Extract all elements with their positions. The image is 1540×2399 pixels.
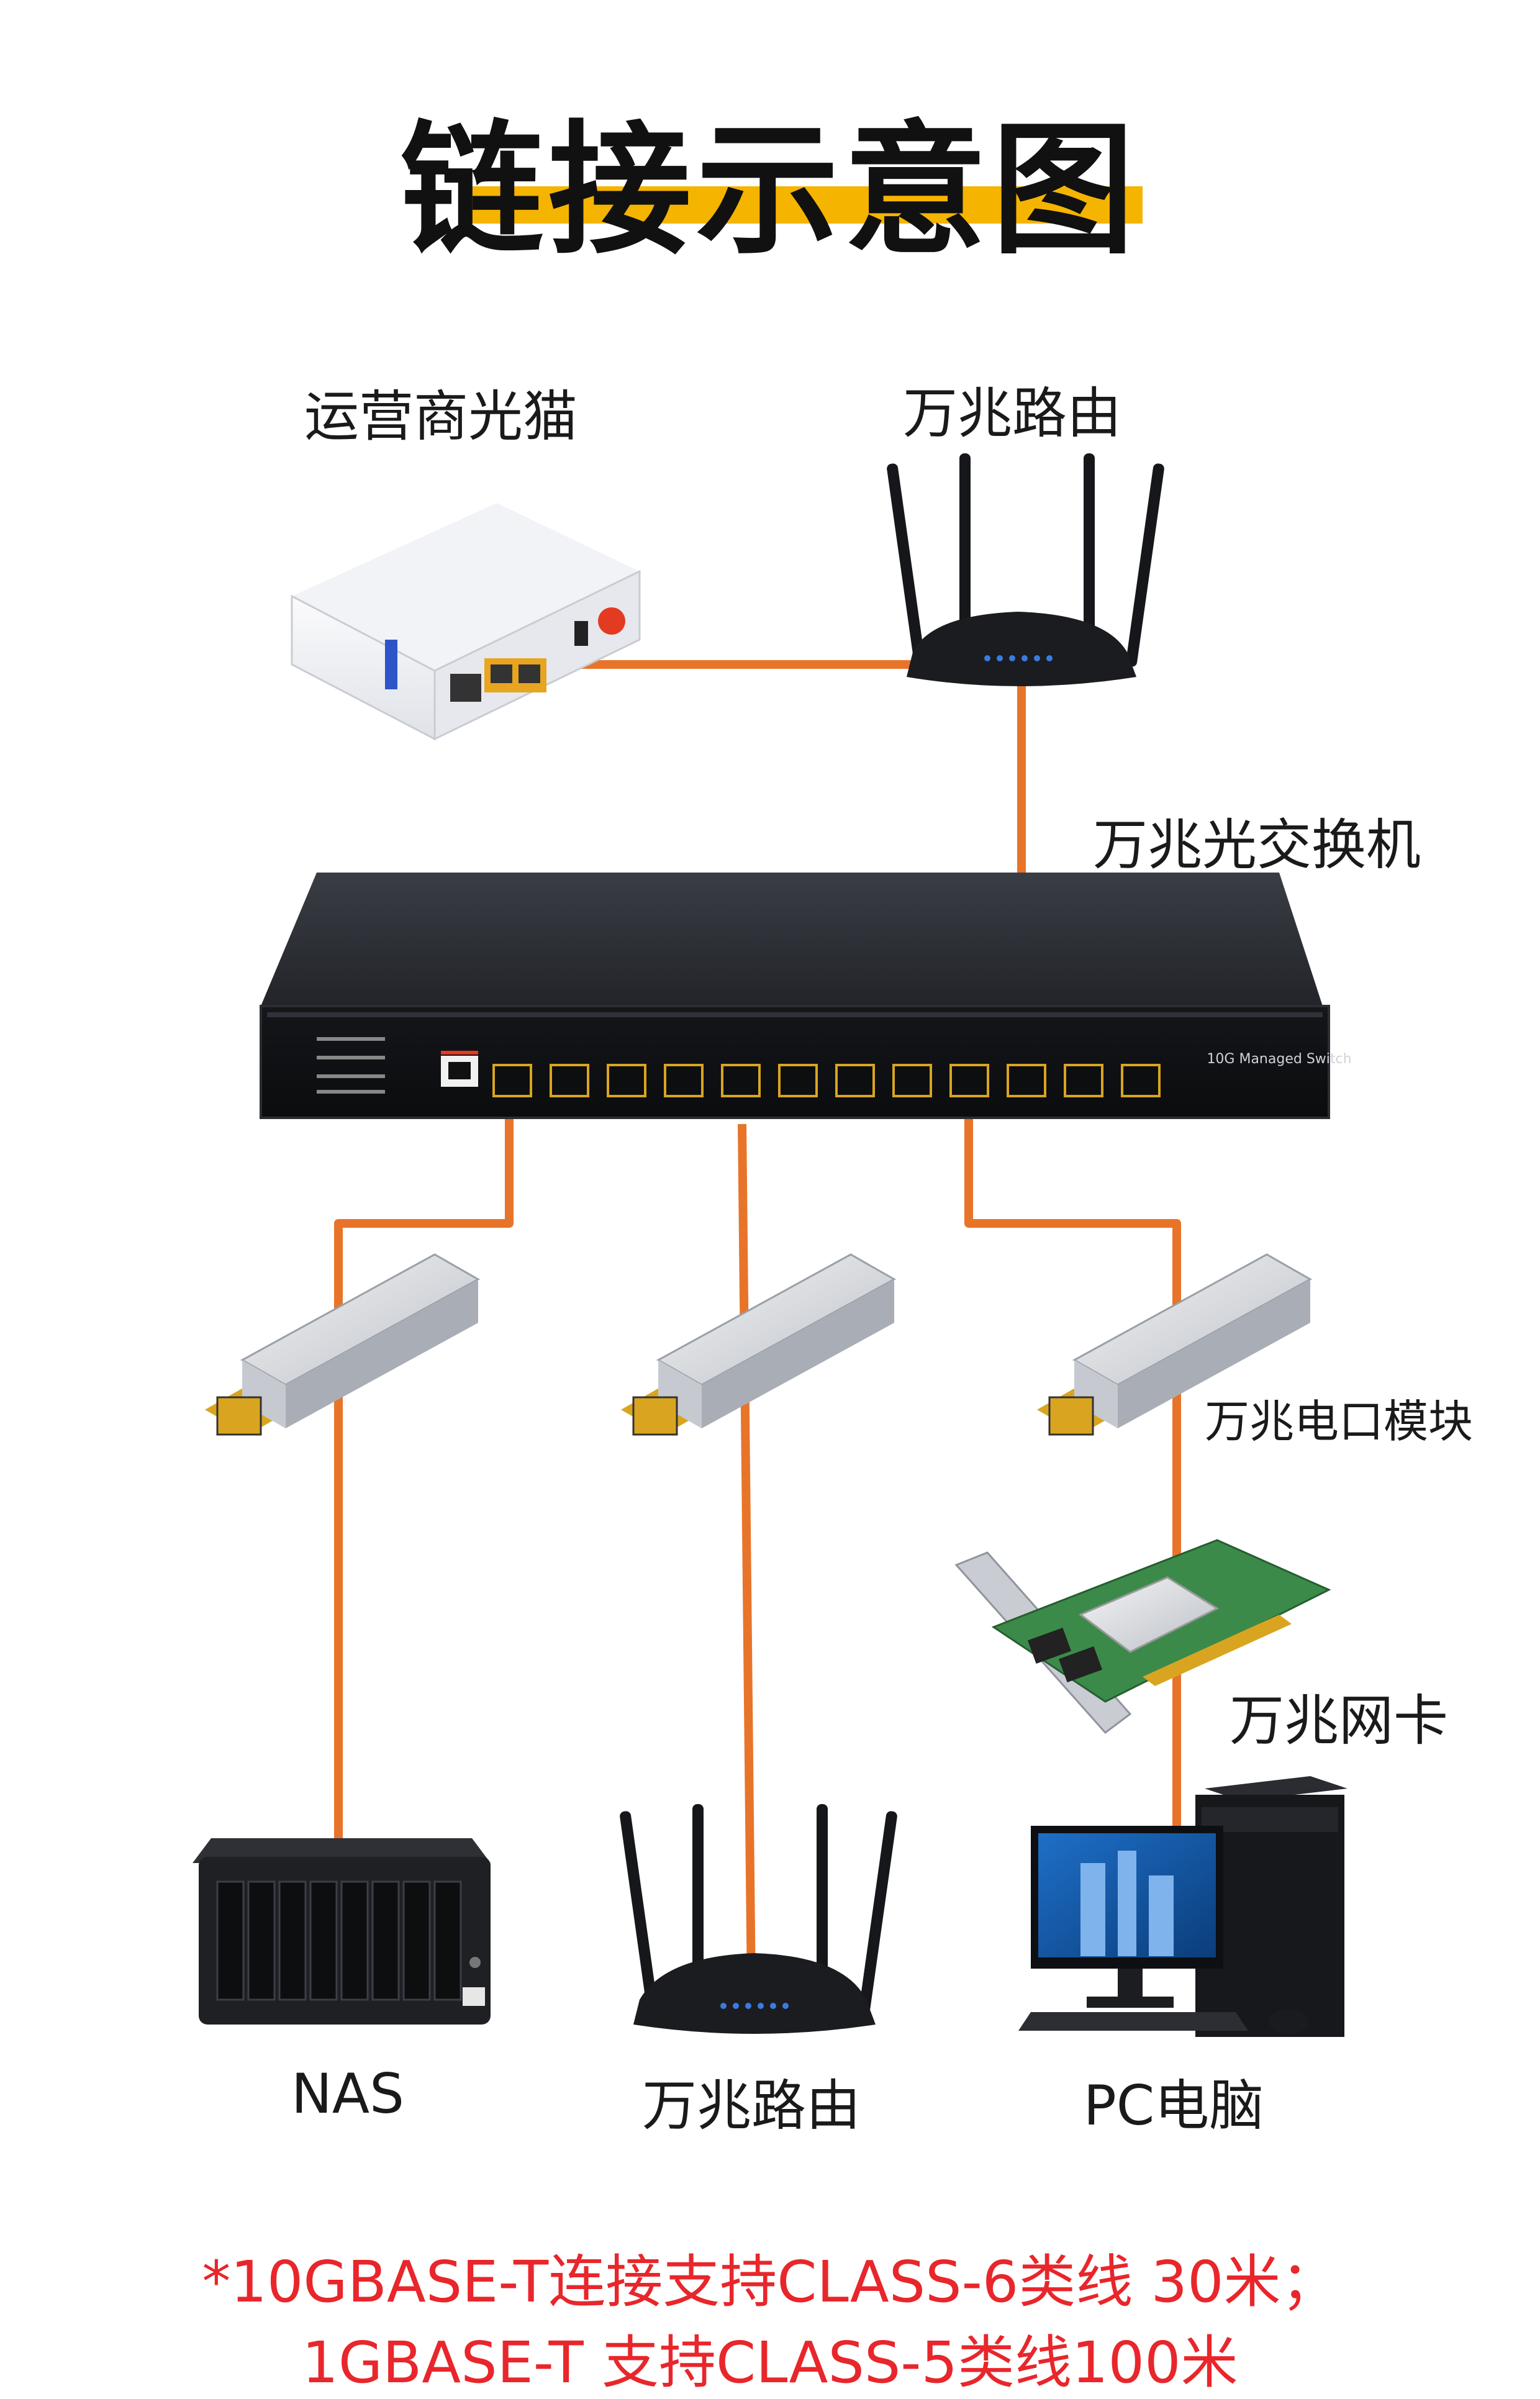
sfp-ports <box>492 1064 1161 1097</box>
switch-badge: 10G Managed Switch <box>1207 1051 1351 1067</box>
sfp-module-icon-2 <box>621 1253 897 1436</box>
cable-switch-nas <box>334 1118 514 1866</box>
sfp-module-label: 万兆电口模块 <box>1205 1395 1474 1448</box>
top-router-label: 万兆路由 <box>902 381 1121 445</box>
nic-icon <box>954 1539 1331 1735</box>
note-line-1: *10GBASE-T连接支持CLASS-6类线 30米； <box>202 2249 1338 2315</box>
page-title: 链接示意图 <box>400 108 1139 274</box>
bottom-router-icon <box>620 1804 897 2034</box>
pc-label: PC电脑 <box>1083 2074 1264 2138</box>
sfp-module-icon-1 <box>205 1253 481 1436</box>
switch-icon <box>260 873 1330 1119</box>
nic-label: 万兆网卡 <box>1230 1689 1449 1753</box>
cable-switch-pc <box>964 1118 1181 1832</box>
isp-modem-label: 运营商光猫 <box>304 384 578 448</box>
cable-switch-router <box>738 1123 756 1991</box>
pc-icon <box>1018 1776 1348 2037</box>
isp-modem-icon <box>291 503 641 741</box>
title-underline <box>472 186 1143 224</box>
nas-label: NAS <box>291 2062 404 2126</box>
bottom-router-label: 万兆路由 <box>641 2074 861 2138</box>
top-router-icon <box>887 453 1164 686</box>
sfp-module-icon-3 <box>1037 1253 1313 1436</box>
nas-icon <box>192 1838 491 2025</box>
cables <box>334 660 1181 1991</box>
switch-label: 万兆光交换机 <box>1093 813 1421 877</box>
